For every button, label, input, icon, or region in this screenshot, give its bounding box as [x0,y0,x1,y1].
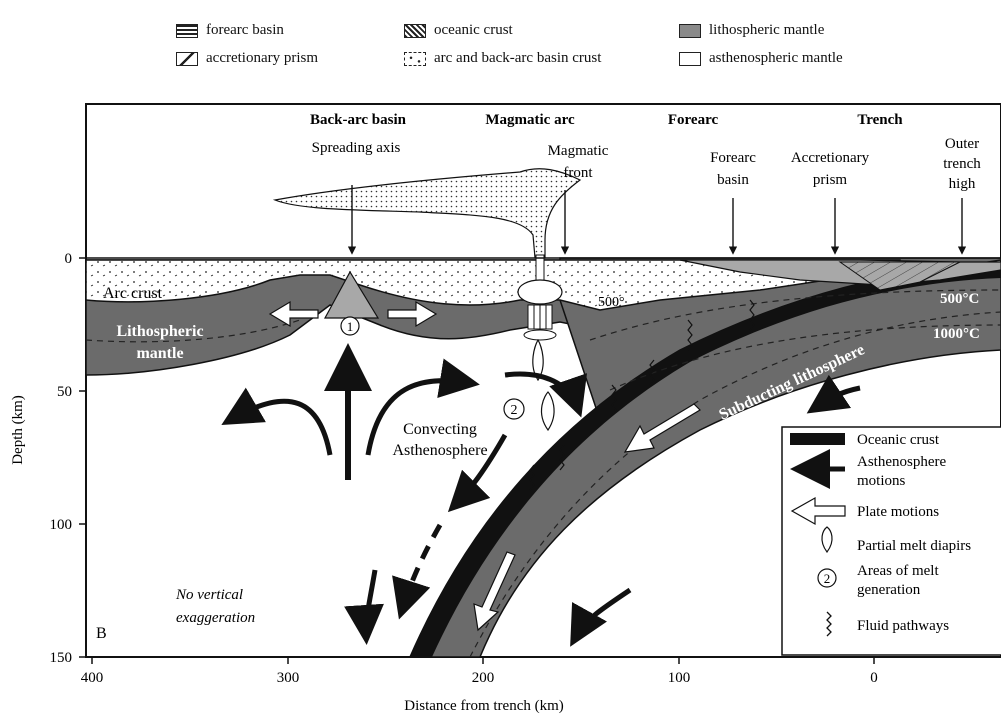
label-temp-1000: 1000°C [933,326,980,342]
zone-trench: Trench [857,112,903,128]
x-tick-label: 400 [81,670,104,686]
y-tick-label: 50 [57,384,72,400]
zone-forearc: Forearc [668,112,719,128]
key-areas-of-melt-1: Areas of melt [857,563,939,579]
key-plate-motions: Plate motions [857,504,939,520]
label-outer-trench-high-2: trench [943,156,981,172]
y-axis-label: Depth (km) [10,395,26,465]
x-axis-label: Distance from trench (km) [404,698,564,714]
x-tick-label: 200 [472,670,495,686]
key-asthenosphere-2: motions [857,473,906,489]
label-no-vertical-1: No vertical [175,587,243,603]
label-spreading-axis: Spreading axis [312,140,401,156]
y-tick-label: 0 [65,251,73,267]
key-area-number: 2 [824,571,831,586]
oceanic-crust-key-icon [790,433,845,445]
label-magmatic-front-1: Magmatic [548,143,609,159]
melt-area-number: 2 [511,403,518,418]
x-tick-label: 100 [668,670,691,686]
label-accretionary-prism-1: Accretionary [791,150,870,166]
label-outer-trench-high-1: Outer [945,136,979,152]
x-tick-label: 0 [870,670,878,686]
label-magmatic-front-2: front [563,165,593,181]
key-fluid-pathways: Fluid pathways [857,618,949,634]
symbol-key: Oceanic crust Asthenosphere motions Plat… [782,427,1001,655]
panel-label: B [96,625,107,642]
label-forearc-basin-2: basin [717,172,749,188]
y-tick-label: 100 [50,517,73,533]
key-asthenosphere-1: Asthenosphere [857,454,946,470]
zone-magmatic-arc: Magmatic arc [485,112,575,128]
label-outer-trench-high-3: high [949,176,976,192]
y-tick-label: 150 [50,650,73,666]
melt-area-number: 1 [347,319,354,334]
label-arc-crust: Arc crust [103,285,163,302]
label-no-vertical-2: exaggeration [176,610,255,626]
key-partial-melt: Partial melt diapirs [857,538,971,554]
label-convecting-2: Asthenosphere [392,442,487,459]
label-temp-500-arc: 500° [598,295,625,310]
label-forearc-basin-1: Forearc [710,150,756,166]
magma-chamber [518,280,562,304]
zone-back-arc-basin: Back-arc basin [310,112,407,128]
key-areas-of-melt-2: generation [857,582,921,598]
label-accretionary-prism-2: prism [813,172,848,188]
label-lithospheric-mantle-2: mantle [136,345,183,362]
key-oceanic-crust: Oceanic crust [857,432,940,448]
label-convecting-1: Convecting [403,421,477,438]
label-lithospheric-mantle-1: Lithospheric [116,323,203,340]
label-temp-500: 500°C [940,291,979,307]
x-tick-label: 300 [277,670,300,686]
